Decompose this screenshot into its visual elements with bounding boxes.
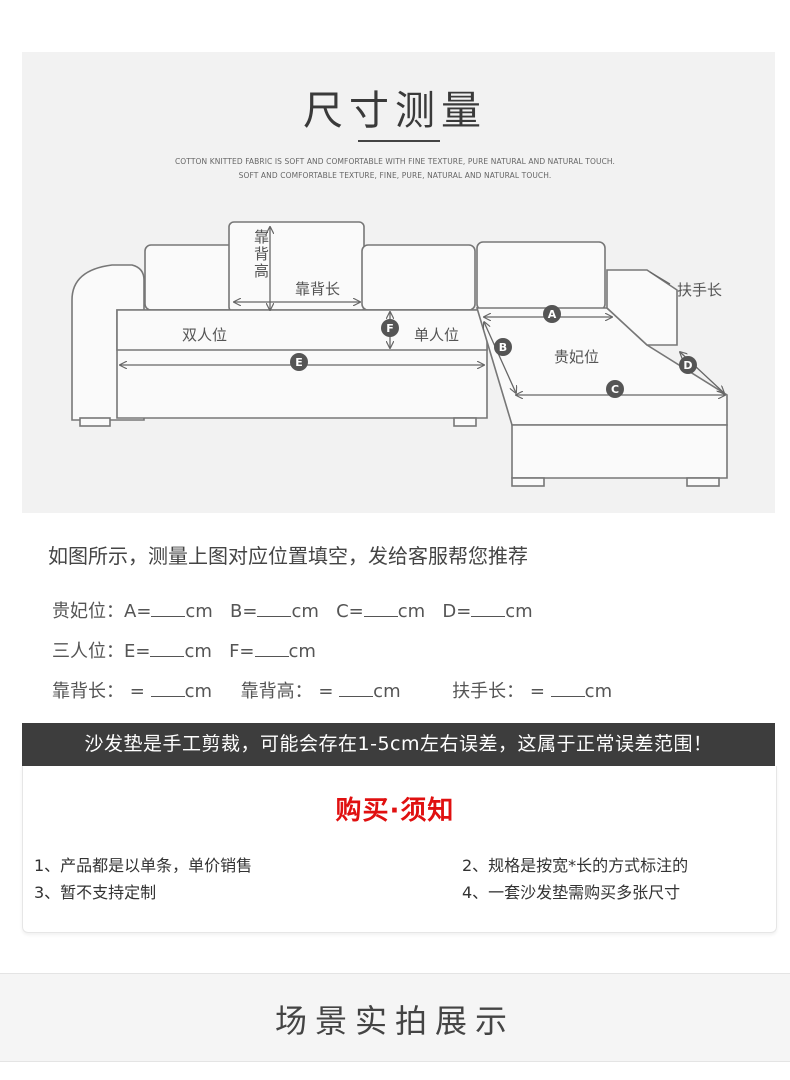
foot-chaise-left — [511, 477, 545, 487]
instruction-text: 如图所示，测量上图对应位置填空，发给客服帮您推荐 — [48, 544, 528, 568]
svg-text:F: F — [386, 322, 394, 335]
chaise-label: 贵妃位 — [554, 348, 599, 366]
back-cushion-2 — [361, 244, 476, 311]
single-seat-label: 单人位 — [414, 326, 459, 344]
back-measure-row: 靠背长： = cm 靠背高： = cm 扶手长： = cm — [52, 681, 613, 702]
armrest-leader — [649, 271, 671, 285]
title-underline — [358, 140, 440, 142]
error-tolerance-banner: 沙发垫是手工剪裁，可能会存在1-5cm左右误差，这属于正常误差范围！ — [22, 723, 775, 766]
page-title: 尺寸测量 — [303, 88, 487, 134]
back-height-label-2: 背 — [254, 245, 269, 263]
notice-item: 4、一套沙发垫需购买多张尺寸 — [462, 883, 681, 902]
foot-mid — [453, 417, 477, 427]
marker-f: F — [381, 319, 399, 337]
back-height-label-1: 靠 — [254, 228, 269, 246]
sofa-diagram: 靠 背 高 靠背长 扶手长 双人位 单人位 贵妃位 A B C D E F — [71, 221, 728, 487]
svg-text:A: A — [548, 308, 557, 321]
svg-text:C: C — [611, 383, 619, 396]
chaise-front — [511, 424, 728, 479]
double-seat-label: 双人位 — [182, 326, 227, 344]
back-cushion-3 — [476, 241, 606, 311]
notice-item: 2、规格是按宽*长的方式标注的 — [462, 856, 689, 875]
purchase-notice-title: 购买·须知 — [335, 796, 455, 826]
scene-section-title: 场景实拍展示 — [274, 1002, 515, 1040]
marker-c: C — [606, 380, 624, 398]
marker-a: A — [543, 305, 561, 323]
marker-e: E — [290, 353, 308, 371]
chaise-measure-row: 贵妃位：A=cm B=cm C=cm D=cm — [52, 601, 533, 622]
subtitle-line-1: COTTON KNITTED FABRIC IS SOFT AND COMFOR… — [174, 157, 616, 166]
back-height-label-3: 高 — [254, 262, 269, 280]
svg-text:D: D — [683, 359, 692, 372]
notice-item: 3、暂不支持定制 — [34, 883, 157, 902]
purchase-notice-box — [22, 766, 777, 933]
svg-text:B: B — [499, 341, 507, 354]
right-armrest — [606, 269, 678, 346]
three-seat-measure-row: 三人位：E=cm F=cm — [52, 641, 316, 662]
marker-d: D — [679, 356, 697, 374]
notice-item: 1、产品都是以单条，单价销售 — [34, 856, 253, 875]
scene-section-bar — [0, 973, 790, 1062]
armrest-length-label: 扶手长 — [677, 281, 722, 299]
subtitle-line-2: SOFT AND COMFORTABLE TEXTURE, FINE, PURE… — [238, 171, 552, 180]
back-pillow — [228, 221, 365, 313]
marker-b: B — [494, 338, 512, 356]
back-cushion-1 — [144, 244, 236, 311]
foot-left — [79, 417, 111, 427]
arrow-b — [484, 322, 516, 393]
foot-chaise-right — [686, 477, 720, 487]
svg-text:E: E — [295, 356, 303, 369]
back-length-label: 靠背长 — [295, 280, 340, 298]
